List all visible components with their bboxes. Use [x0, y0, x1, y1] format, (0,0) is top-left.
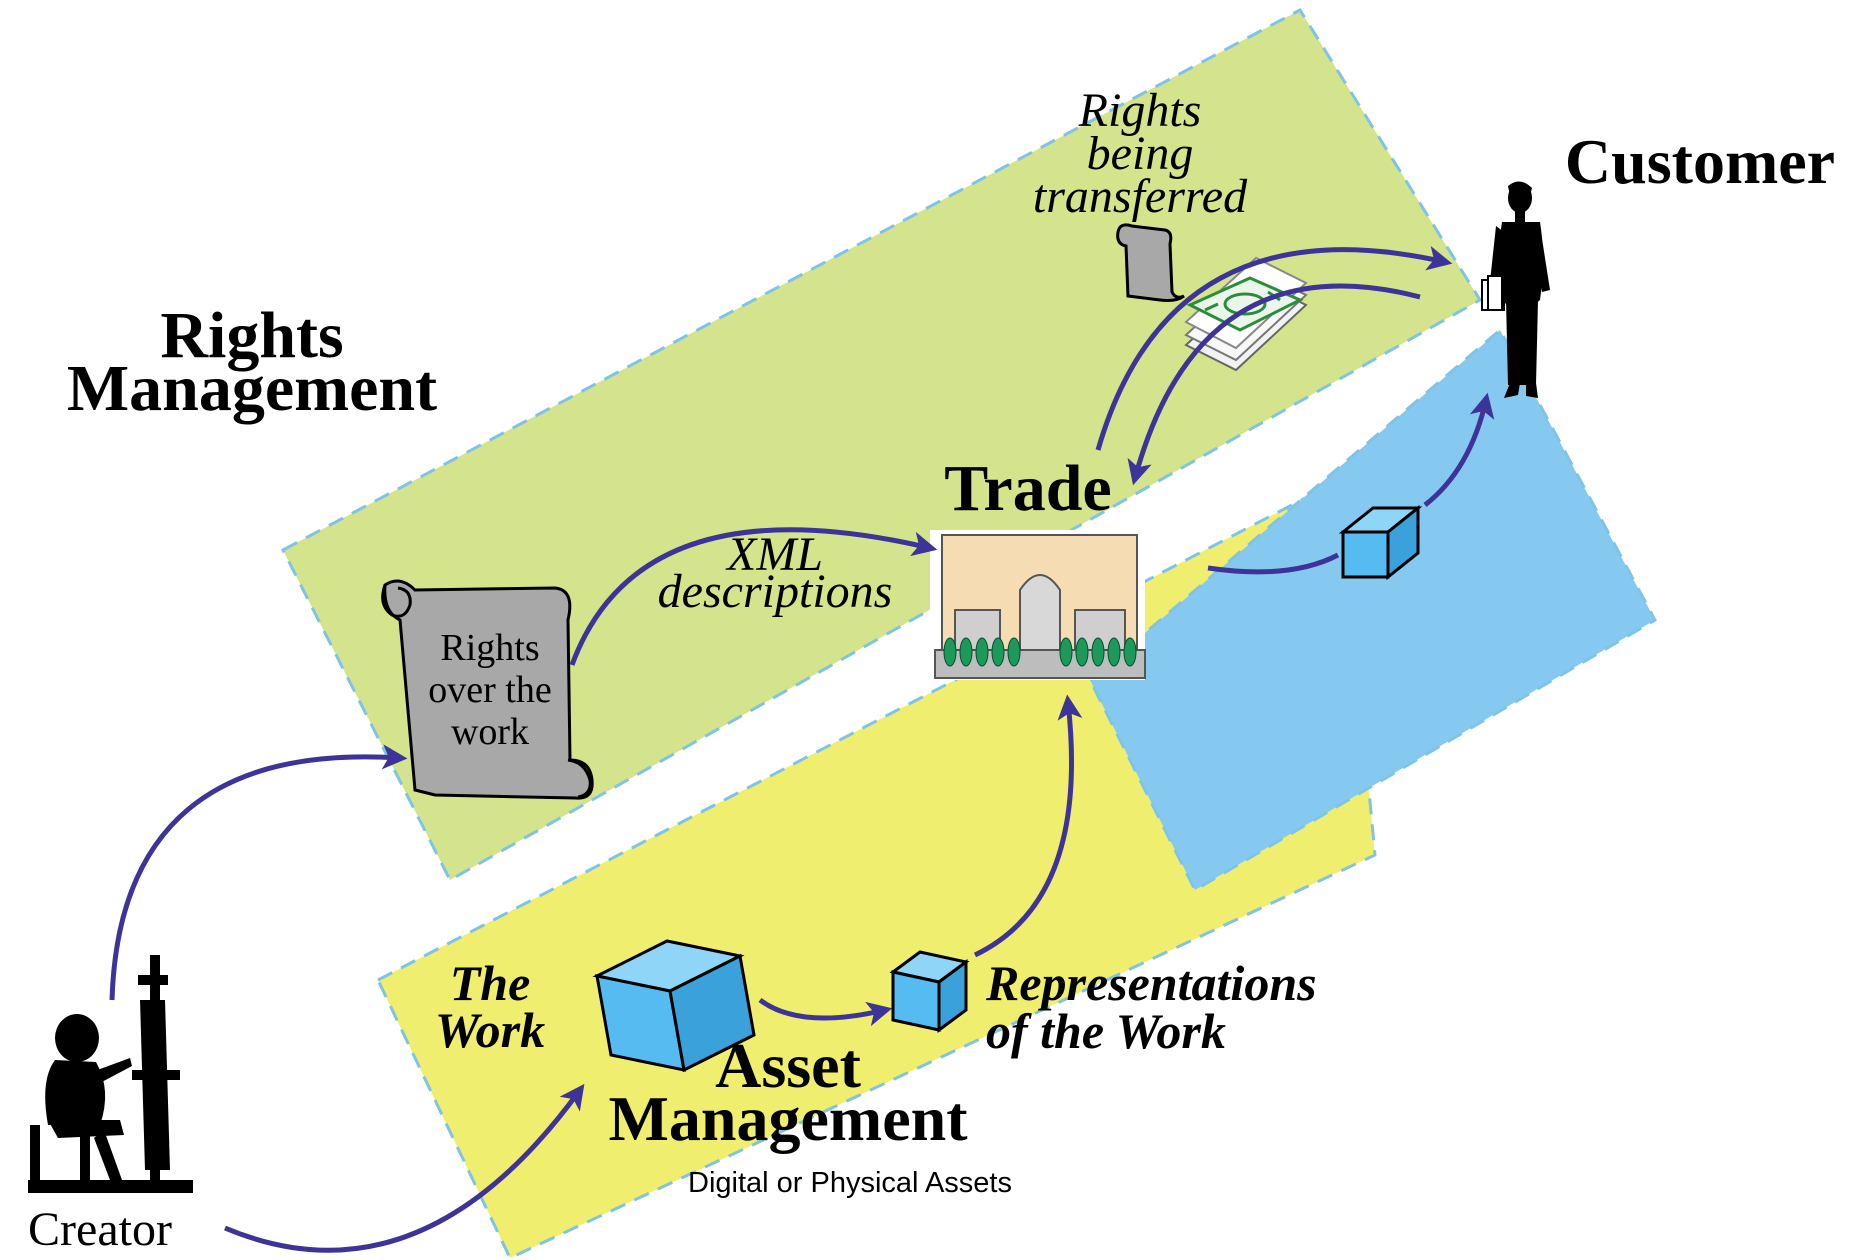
customer-folder-icon [1481, 275, 1505, 311]
work-to-representation-arrow [758, 997, 893, 1027]
cube-to-customer-arrow [1423, 392, 1495, 507]
customer-payment-to-trade-arrow [1127, 283, 1421, 486]
scroll-text-1: Rights [440, 627, 539, 669]
creator-to-rights-arrow [109, 744, 408, 1001]
trade-to-cube-arrow [1207, 552, 1340, 575]
representation-to-trade-arrow [973, 694, 1083, 958]
representations-label-2: of the Work [986, 1003, 1226, 1059]
rights-transferred-label-3: transferred [1033, 170, 1248, 223]
rights-transferred-label-1: Rights [1078, 84, 1202, 137]
creator-painter-icon [28, 955, 193, 1193]
creator-label: Creator [28, 1203, 172, 1256]
creator-to-asset-arrow [224, 1083, 585, 1253]
the-work-cube-icon [592, 939, 756, 1073]
customer-cube-icon [1338, 504, 1423, 581]
xml-descriptions-arrow [569, 527, 938, 666]
representations-label-1: Representations [985, 955, 1317, 1011]
the-work-label-2: Work [435, 1002, 545, 1058]
the-work-label-1: The [450, 955, 531, 1011]
small-rights-scroll-icon [1116, 223, 1185, 302]
asset-management-subtitle: Digital or Physical Assets [688, 1167, 1012, 1199]
xml-descriptions-label-1: XML [725, 528, 823, 581]
rights-management-title-1: Rights [160, 299, 343, 372]
rights-management-title-2: Management [67, 352, 437, 425]
trade-title: Trade [944, 452, 1111, 525]
asset-management-title-2: Management [608, 1083, 968, 1154]
xml-descriptions-label-2: descriptions [658, 565, 893, 618]
asset-management-title-1: Asset [715, 1030, 861, 1101]
scroll-text-2: over the [428, 669, 551, 711]
customer-title: Customer [1565, 126, 1835, 197]
customer-delivery-zone [1088, 327, 1658, 893]
trade-to-customer-rights-arrow [1095, 245, 1453, 451]
scroll-text-3: work [451, 711, 529, 753]
customer-person-icon [1488, 181, 1550, 398]
representation-cube-icon [889, 950, 970, 1033]
rights-transferred-label-2: being [1087, 127, 1194, 180]
rights-over-work-scroll-icon: Rights over the work [381, 579, 594, 800]
trade-marketplace-icon [930, 530, 1146, 680]
rights-management-zone [280, 8, 1483, 883]
money-stack-icon [1184, 256, 1308, 372]
